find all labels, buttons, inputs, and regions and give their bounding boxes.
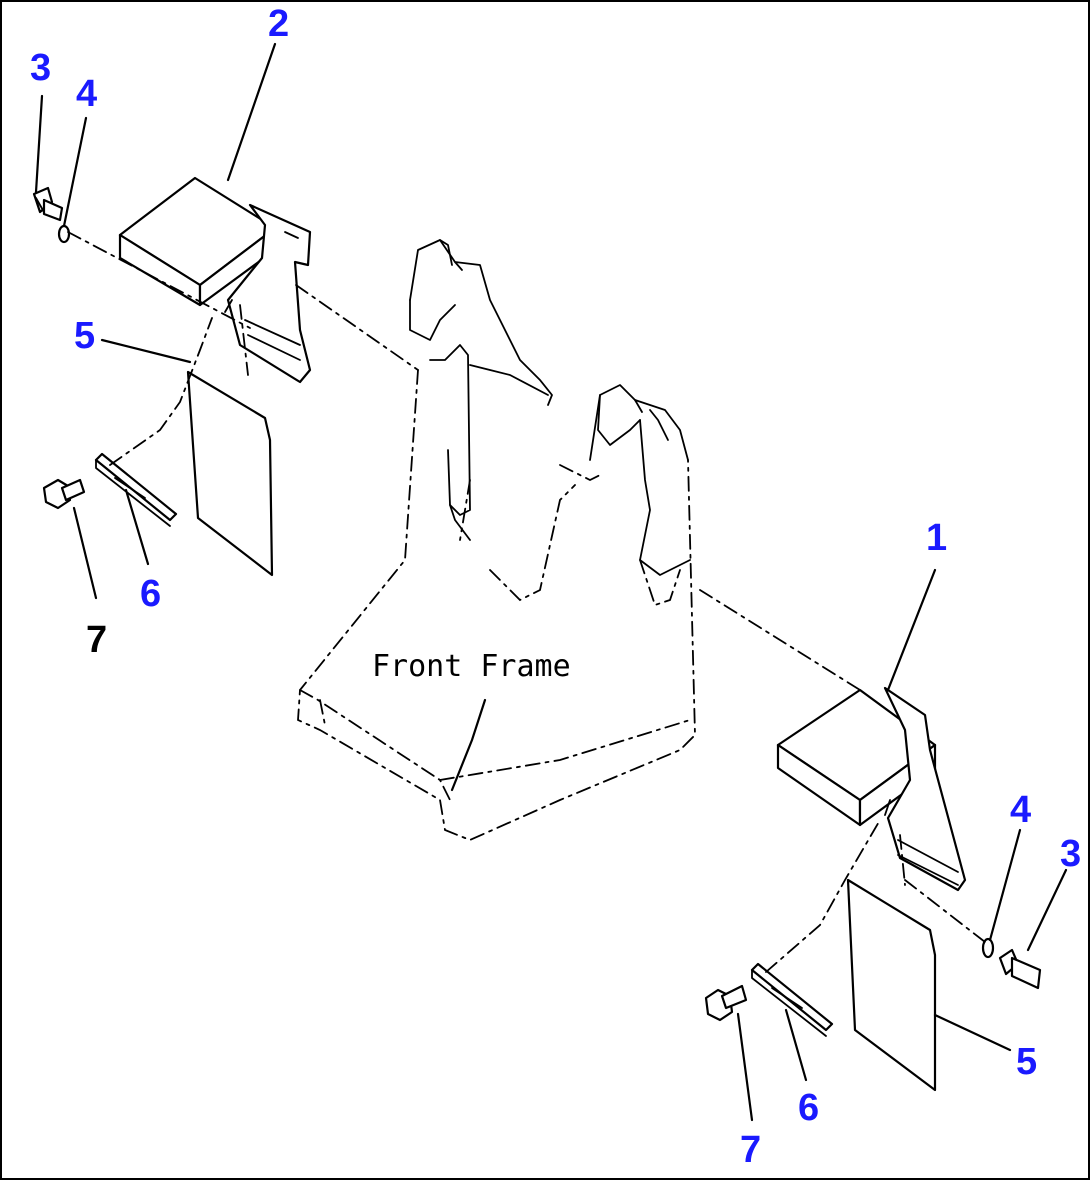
front-frame-label: Front Frame xyxy=(372,649,571,684)
callout-right-6: 6 xyxy=(798,1087,819,1129)
front-frame xyxy=(297,239,696,841)
callout-left-7: 7 xyxy=(86,619,107,661)
left-plate-part-6 xyxy=(94,452,178,527)
callout-right-4: 4 xyxy=(1010,789,1031,831)
right-bolt-part-7 xyxy=(704,984,748,1022)
left-fender-part-2 xyxy=(118,176,312,384)
left-bolt-part-7 xyxy=(42,478,86,510)
right-bolt-part-3 xyxy=(998,948,1042,990)
left-washer-part-4 xyxy=(57,224,71,244)
callout-right-3: 3 xyxy=(1060,833,1081,875)
callout-left-6: 6 xyxy=(140,573,161,615)
right-fender-part-1 xyxy=(776,686,967,892)
right-washer-part-4 xyxy=(981,937,995,959)
callout-right-7: 7 xyxy=(740,1129,761,1171)
callout-left-3: 3 xyxy=(30,47,51,89)
callout-right-1: 1 xyxy=(926,517,947,559)
callout-left-2: 2 xyxy=(268,3,289,45)
callout-left-4: 4 xyxy=(76,73,97,115)
right-plate-part-6 xyxy=(750,962,834,1037)
callout-left-5: 5 xyxy=(74,315,95,357)
left-bolt-part-3 xyxy=(32,186,64,222)
callout-right-5: 5 xyxy=(1016,1041,1037,1083)
right-mudflap-part-5 xyxy=(846,878,937,1092)
left-mudflap-part-5 xyxy=(186,370,274,577)
